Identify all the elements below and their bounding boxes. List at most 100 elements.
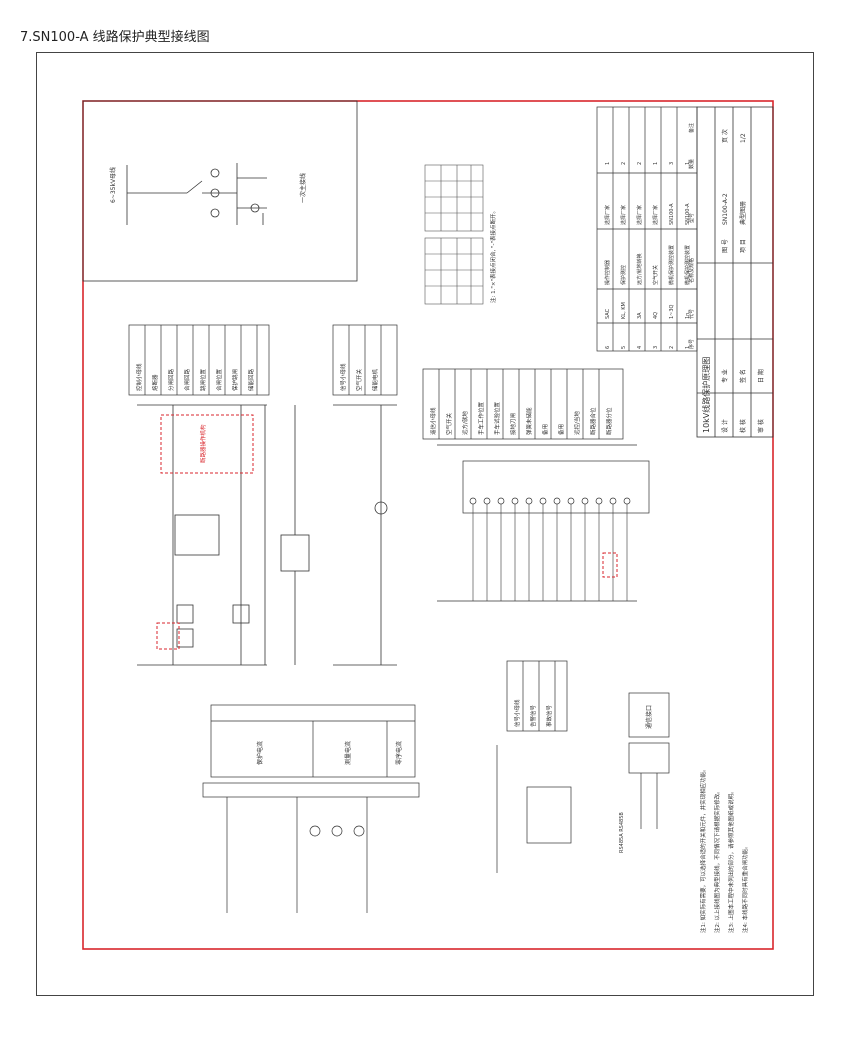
equipment-header-model: 型号 bbox=[688, 213, 695, 223]
equipment-row-qty: 1 bbox=[653, 162, 659, 165]
equipment-row-code: KL, KM bbox=[621, 302, 627, 319]
remote-signal-label: 空气开关 bbox=[445, 412, 453, 435]
control-loop-label: 跳闸位置 bbox=[199, 368, 207, 391]
project-label: 项 目 bbox=[740, 239, 747, 253]
page-number: 1/2 bbox=[740, 133, 747, 143]
wiring-diagram: 6~35kV母线 一次主接线 注: 1."×"表接点闭合, "-"表接点断开。 … bbox=[82, 100, 774, 950]
comm-label: 通信接口 bbox=[645, 705, 653, 729]
remote-signal-label: 远方/就地 bbox=[461, 411, 469, 435]
switch-table-lower bbox=[424, 237, 484, 305]
equipment-row-no: 1 bbox=[685, 346, 691, 349]
terminal-point bbox=[609, 497, 617, 505]
switch-table-upper bbox=[424, 164, 484, 232]
primary-bus-label: 6~35kV母线 bbox=[109, 167, 117, 203]
equipment-row-code: 1n bbox=[685, 313, 691, 319]
equipment-row-qty: 2 bbox=[621, 162, 627, 165]
page-heading: 7.SN100-A 线路保护典型接线图 bbox=[20, 30, 210, 45]
signal-loop-label: 空气开关 bbox=[355, 368, 363, 391]
equipment-row-no: 4 bbox=[637, 346, 643, 349]
remote-signal-label: 断路器合位 bbox=[589, 407, 597, 435]
equipment-row-no: 3 bbox=[653, 346, 659, 349]
signal-loop-label: 储能电机 bbox=[371, 368, 379, 391]
remote-signal-label: 手车工作位置 bbox=[477, 401, 485, 435]
alarm-signal-table bbox=[496, 660, 572, 873]
signal-loop-header bbox=[332, 324, 398, 396]
design-label: 设 计 bbox=[721, 419, 729, 433]
signal-loop-labels: 信号小母线空气开关储能电机 bbox=[339, 363, 379, 391]
comm-sub: RS485A RS485B bbox=[619, 812, 625, 853]
terminal-point bbox=[553, 497, 561, 505]
signature-label: 签 名 bbox=[739, 369, 747, 383]
alarm-signal-label: 告警信号 bbox=[529, 704, 537, 727]
remote-signal-label: 接地刀闸 bbox=[509, 413, 517, 435]
remote-signal-label: 备用 bbox=[557, 424, 565, 435]
remote-signal-label: 遥信小母线 bbox=[429, 407, 437, 435]
terminal-point bbox=[469, 497, 477, 505]
control-loop-label: 保护跳闸 bbox=[231, 369, 239, 391]
terminal-point bbox=[539, 497, 547, 505]
control-loop-label: 控制小母线 bbox=[135, 363, 143, 391]
equipment-row-code: 4Q bbox=[653, 312, 659, 319]
note-line: 注4: 本线路不同时具有重合闸功能。 bbox=[741, 843, 749, 933]
remote-signal-labels: 遥信小母线空气开关远方/就地手车工作位置手车试验位置接地刀闸弹簧未储能备用备用远… bbox=[429, 401, 613, 435]
notes-block: 注1: 如实际有需要，可以选择合适的开关和元件，并实现相应功能。注2: 以上接线… bbox=[699, 766, 749, 933]
equipment-row-code: 3A bbox=[637, 312, 643, 319]
remote-terminal-block bbox=[437, 444, 650, 602]
remote-signal-label: 弹簧未储能 bbox=[525, 407, 533, 435]
equipment-row-name: 空气开关 bbox=[652, 265, 659, 285]
ct-label: 测量电流 bbox=[344, 741, 352, 765]
drawing-number: SN100-A-2 bbox=[722, 193, 729, 225]
control-loop-header bbox=[128, 324, 270, 396]
table-note: 注: 1."×"表接点闭合, "-"表接点断开。 bbox=[489, 208, 497, 303]
equipment-row-model: 选择厂家 bbox=[636, 205, 643, 225]
alarm-signal-labels: 信号小母线告警信号事故信号 bbox=[513, 699, 553, 727]
control-loop-label: 储能回路 bbox=[247, 368, 255, 391]
terminal-point bbox=[595, 497, 603, 505]
remote-signal-label: 手车试验位置 bbox=[493, 401, 501, 435]
terminal-point bbox=[497, 497, 505, 505]
terminal-point bbox=[483, 497, 491, 505]
equipment-row-no: 5 bbox=[621, 346, 627, 349]
equipment-row-model: 选择厂家 bbox=[604, 205, 611, 225]
equipment-header-remark: 备注 bbox=[688, 123, 695, 133]
date-label: 日 期 bbox=[757, 369, 765, 383]
ct-table bbox=[202, 704, 420, 913]
signal-loop-label: 信号小母线 bbox=[339, 363, 347, 391]
equipment-row-name: 微机保护测控装置 bbox=[684, 245, 691, 285]
control-loop-label: 合闸回路 bbox=[183, 368, 191, 391]
control-loop-wiring bbox=[137, 404, 310, 666]
remote-terminals bbox=[469, 497, 631, 601]
control-loop-labels: 控制小母线熔断器分闸回路合闸回路跳闸位置合闸位置保护跳闸储能回路 bbox=[135, 363, 255, 391]
review-label: 校 核 bbox=[739, 419, 747, 433]
control-loop-label: 分闸回路 bbox=[167, 368, 175, 391]
note-line: 注3: 上图本工程中未列出的部分，请参照其他图纸或说明。 bbox=[727, 788, 735, 933]
terminal-point bbox=[525, 497, 533, 505]
terminal-point bbox=[511, 497, 519, 505]
equipment-row-qty: 2 bbox=[637, 162, 643, 165]
ct-labels: 保护电流测量电流零序电流 bbox=[256, 741, 403, 765]
title-block bbox=[696, 106, 774, 438]
comm-interface bbox=[628, 692, 670, 829]
professional-label: 专 业 bbox=[721, 369, 729, 383]
equipment-row-name: 保护测控 bbox=[620, 265, 627, 285]
equipment-header-qty: 数量 bbox=[688, 159, 695, 169]
drawing-sheet: 6~35kV母线 一次主接线 注: 1."×"表接点闭合, "-"表接点断开。 … bbox=[36, 52, 814, 996]
check-label: 审 核 bbox=[757, 419, 765, 433]
remote-signal-header bbox=[422, 368, 624, 440]
page-label: 页 次 bbox=[721, 129, 729, 143]
equipment-header-no: 序号 bbox=[688, 339, 695, 349]
highlight-box-left bbox=[156, 622, 180, 650]
equipment-row-model: 选择厂家 bbox=[652, 205, 659, 225]
drawing-border bbox=[82, 100, 774, 950]
terminal-point bbox=[567, 497, 575, 505]
breaker-mechanism-box bbox=[160, 414, 254, 474]
title-block-title: 10kV线路保护原理图 bbox=[701, 357, 711, 433]
alarm-signal-label: 事故信号 bbox=[545, 704, 553, 727]
equipment-header-name: 名称及规格 bbox=[688, 258, 695, 283]
equipment-row-qty: 1 bbox=[685, 162, 691, 165]
equipment-row-code: 1~3Q bbox=[669, 304, 675, 319]
remote-signal-label: 断路器分位 bbox=[605, 407, 613, 435]
remote-signal-label: 远控/当地 bbox=[573, 411, 581, 435]
equipment-row-qty: 1 bbox=[605, 162, 611, 165]
